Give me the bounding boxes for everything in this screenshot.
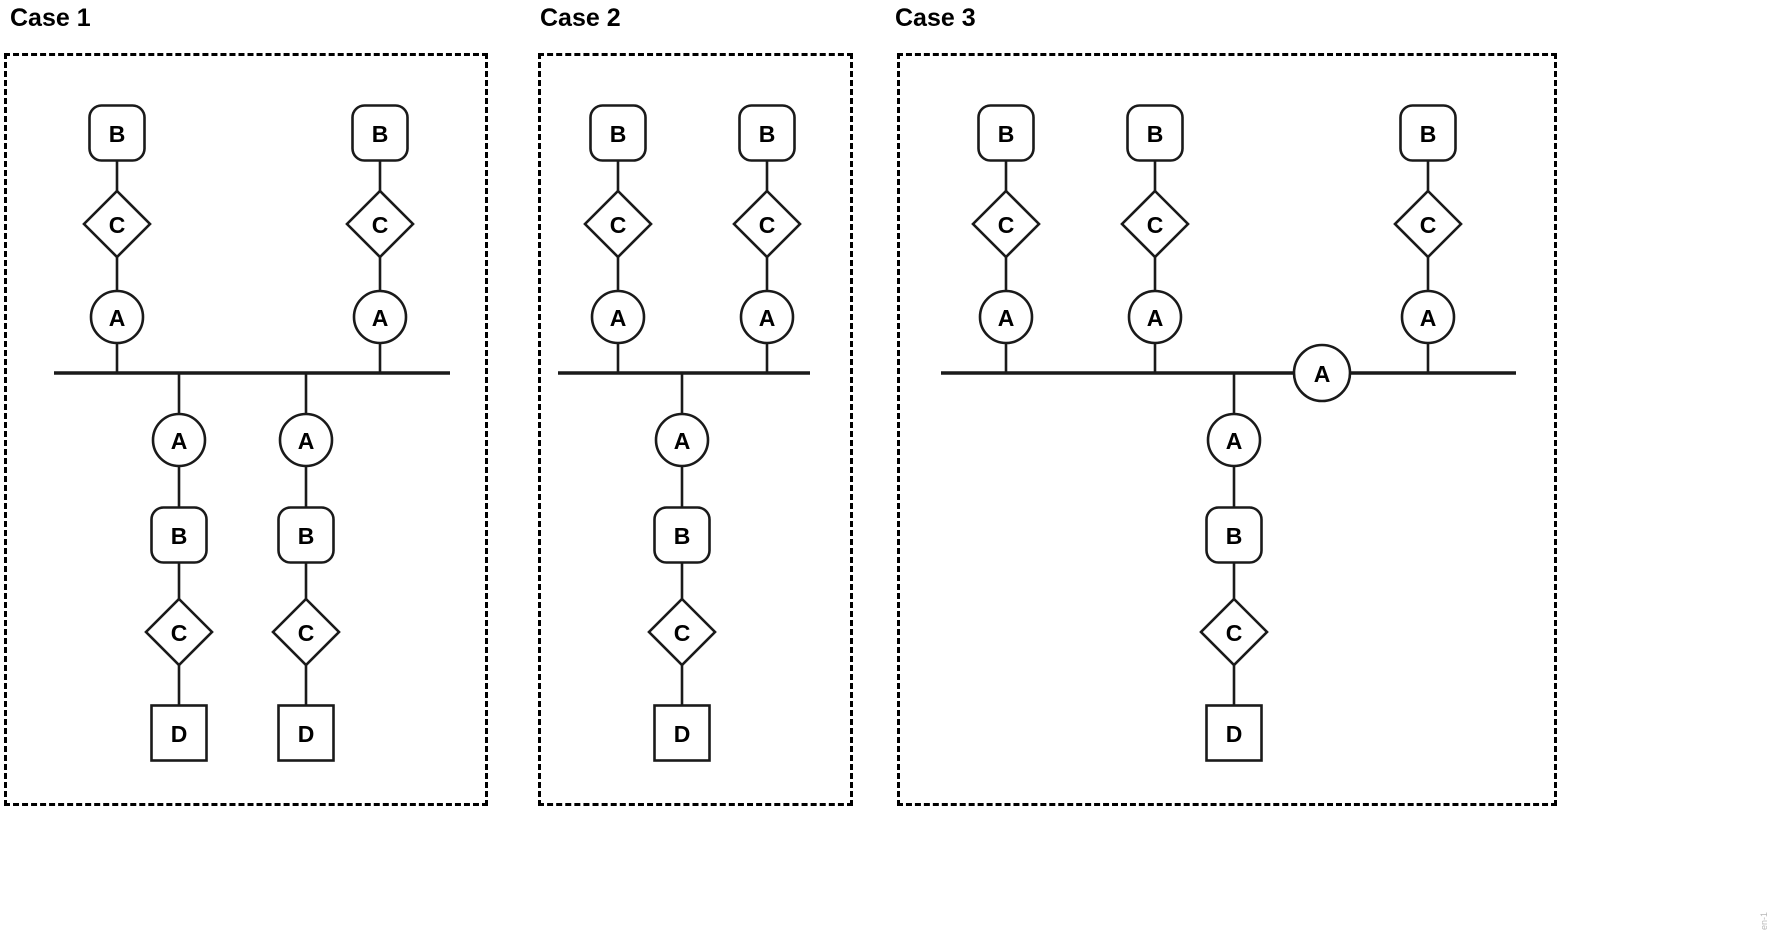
node-a[interactable]: A [654,412,710,468]
node-a[interactable]: A [590,289,646,345]
node-label: D [298,721,315,747]
node-b[interactable]: B [589,104,647,162]
node-label: C [171,620,188,646]
node-label: D [674,721,691,747]
node-label: B [1420,121,1437,147]
node-label: A [109,305,126,331]
node-c[interactable]: C [971,189,1041,259]
node-label: B [109,121,126,147]
node-label: B [171,523,188,549]
node-label: A [372,305,389,331]
node-label: C [372,212,389,238]
node-label: C [1420,212,1437,238]
node-b[interactable]: B [1399,104,1457,162]
node-b[interactable]: B [88,104,146,162]
case-title-2: Case 2 [540,4,621,32]
node-label: B [372,121,389,147]
node-c[interactable]: C [732,189,802,259]
circle-shape [1292,343,1352,403]
node-label: A [759,305,776,331]
node-a[interactable]: A [1400,289,1456,345]
node-b[interactable]: B [1205,506,1263,564]
node-b[interactable]: B [653,506,711,564]
node-b[interactable]: B [1126,104,1184,162]
node-b[interactable]: B [277,506,335,564]
node-label: C [759,212,776,238]
node-a-inline[interactable]: A [1292,343,1352,403]
node-c[interactable]: C [647,597,717,667]
node-a[interactable]: A [1206,412,1262,468]
node-a[interactable]: A [352,289,408,345]
node-label: D [1226,721,1243,747]
node-label: B [759,121,776,147]
node-label: A [610,305,627,331]
node-label: B [298,523,315,549]
node-label: C [1226,620,1243,646]
node-label: B [1147,121,1164,147]
node-b[interactable]: B [977,104,1035,162]
node-label: C [1147,212,1164,238]
node-b[interactable]: B [150,506,208,564]
node-c[interactable]: C [1393,189,1463,259]
node-label: C [998,212,1015,238]
case-panel-3 [897,53,1557,806]
node-label: B [610,121,627,147]
node-d[interactable]: D [150,704,208,762]
node-label: A [298,428,315,454]
case-title-3: Case 3 [895,4,976,32]
node-c[interactable]: C [144,597,214,667]
node-label: A [674,428,691,454]
node-label: C [610,212,627,238]
node-label: A [998,305,1015,331]
node-label: B [998,121,1015,147]
node-label: C [109,212,126,238]
case-panel-1 [4,53,488,806]
node-label: B [1226,523,1243,549]
node-a[interactable]: A [278,412,334,468]
node-label: D [171,721,188,747]
node-a[interactable]: A [1127,289,1183,345]
node-label: C [674,620,691,646]
node-label: B [674,523,691,549]
node-d[interactable]: D [277,704,335,762]
node-a[interactable]: A [89,289,145,345]
node-c[interactable]: C [82,189,152,259]
node-label: A [1314,361,1331,387]
node-label: A [1147,305,1164,331]
node-label: C [298,620,315,646]
node-d[interactable]: D [1205,704,1263,762]
node-a[interactable]: A [739,289,795,345]
watermark-label: en-1 [1759,912,1769,930]
case-title-1: Case 1 [10,4,91,32]
square-shape [653,704,711,762]
node-label: A [171,428,188,454]
node-label: A [1420,305,1437,331]
node-a[interactable]: A [151,412,207,468]
node-b[interactable]: B [738,104,796,162]
square-shape [1205,704,1263,762]
node-b[interactable]: B [351,104,409,162]
node-c[interactable]: C [271,597,341,667]
node-d[interactable]: D [653,704,711,762]
node-a[interactable]: A [978,289,1034,345]
node-label: A [1226,428,1243,454]
case-panel-2 [538,53,853,806]
